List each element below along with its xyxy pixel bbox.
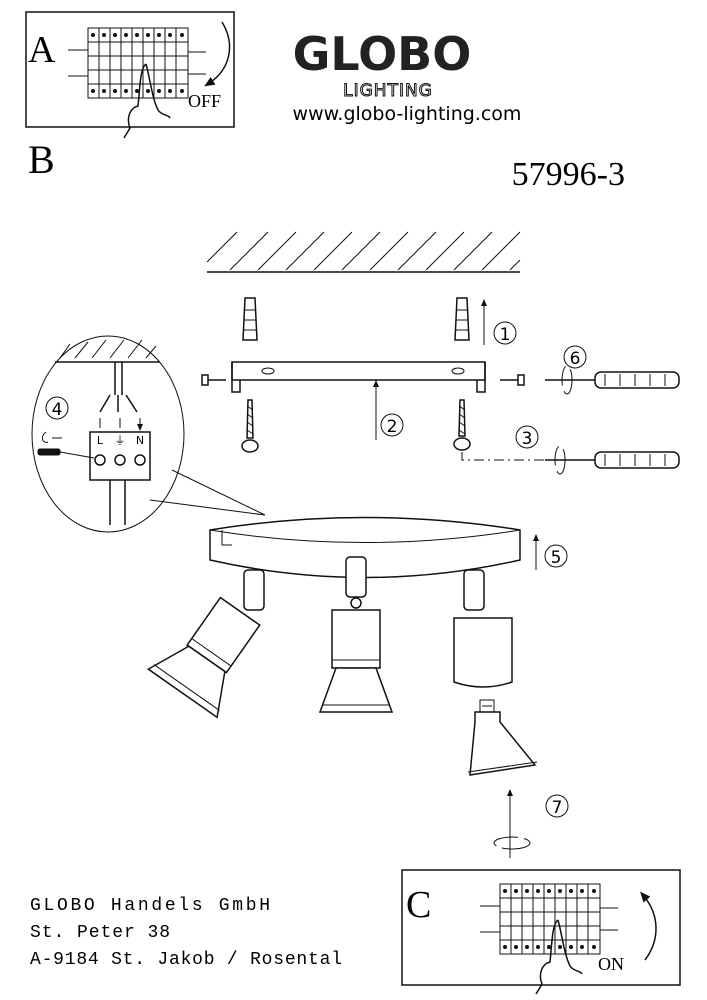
step-a-letter: A (28, 29, 56, 71)
address-line-1: GLOBO Handels GmbH (30, 896, 270, 916)
step-3-marker: 3 (515, 425, 539, 449)
step-c-panel: C ON (401, 869, 681, 995)
svg-text:⏚: ⏚ (115, 434, 126, 447)
wiring-inset: L ⏚ N (31, 335, 266, 533)
svg-text:L: L (97, 434, 104, 447)
spotlight-middle (318, 556, 394, 713)
off-label: OFF (188, 91, 221, 111)
step-b-letter: B (28, 137, 55, 182)
address-line-3: A-9184 St. Jakob / Rosental (30, 950, 342, 970)
screw-icon (241, 399, 259, 453)
screw-icon (201, 374, 226, 386)
wall-plug-icon (242, 297, 258, 341)
svg-text:7: 7 (552, 798, 563, 818)
svg-text:5: 5 (551, 548, 562, 568)
on-label: ON (598, 954, 624, 974)
step-5-marker: 5 (544, 544, 568, 568)
screwdriver-icon (545, 445, 680, 475)
ceiling-hatch (206, 231, 521, 273)
address-line-2: St. Peter 38 (30, 923, 170, 943)
wall-plug-icon (454, 297, 470, 341)
website-link[interactable]: www.globo-lighting.com (293, 103, 522, 125)
circuit-breaker-icon (479, 883, 619, 995)
step-1-marker: 1 (493, 321, 517, 345)
svg-text:4: 4 (52, 400, 63, 420)
step-6-marker: 6 (563, 345, 587, 369)
svg-text:6: 6 (570, 349, 581, 369)
rotate-up-arrow-icon (640, 891, 657, 961)
spotlight-left (146, 569, 265, 719)
screw-icon (453, 399, 471, 451)
step-7-marker: 7 (545, 794, 569, 818)
mounting-bracket (231, 361, 486, 393)
step-a-panel: A OFF (25, 11, 235, 139)
circuit-breaker-icon (67, 27, 207, 139)
svg-text:N: N (136, 434, 144, 447)
company-address: GLOBO Handels GmbH St. Peter 38 A-9184 S… (30, 896, 342, 970)
screw-icon (500, 374, 525, 386)
rotate-down-arrow-icon (204, 21, 231, 87)
brand-logo: GLOBO LIGHTING (293, 27, 472, 102)
svg-text:3: 3 (522, 429, 533, 449)
product-number: 57996-3 (512, 156, 625, 193)
step-2-marker: 2 (380, 413, 404, 437)
rotate-icon (493, 836, 531, 850)
step-c-letter: C (406, 884, 431, 926)
brand-sub: LIGHTING (343, 81, 433, 101)
ceiling-canopy (209, 516, 521, 579)
svg-text:1: 1 (500, 325, 511, 345)
guide-line (461, 452, 545, 461)
spotlight-right (453, 569, 538, 776)
svg-text:2: 2 (387, 417, 398, 437)
screwdriver-icon (545, 365, 680, 395)
step-4-marker: 4 (45, 396, 69, 420)
brand-name: GLOBO (293, 27, 472, 81)
